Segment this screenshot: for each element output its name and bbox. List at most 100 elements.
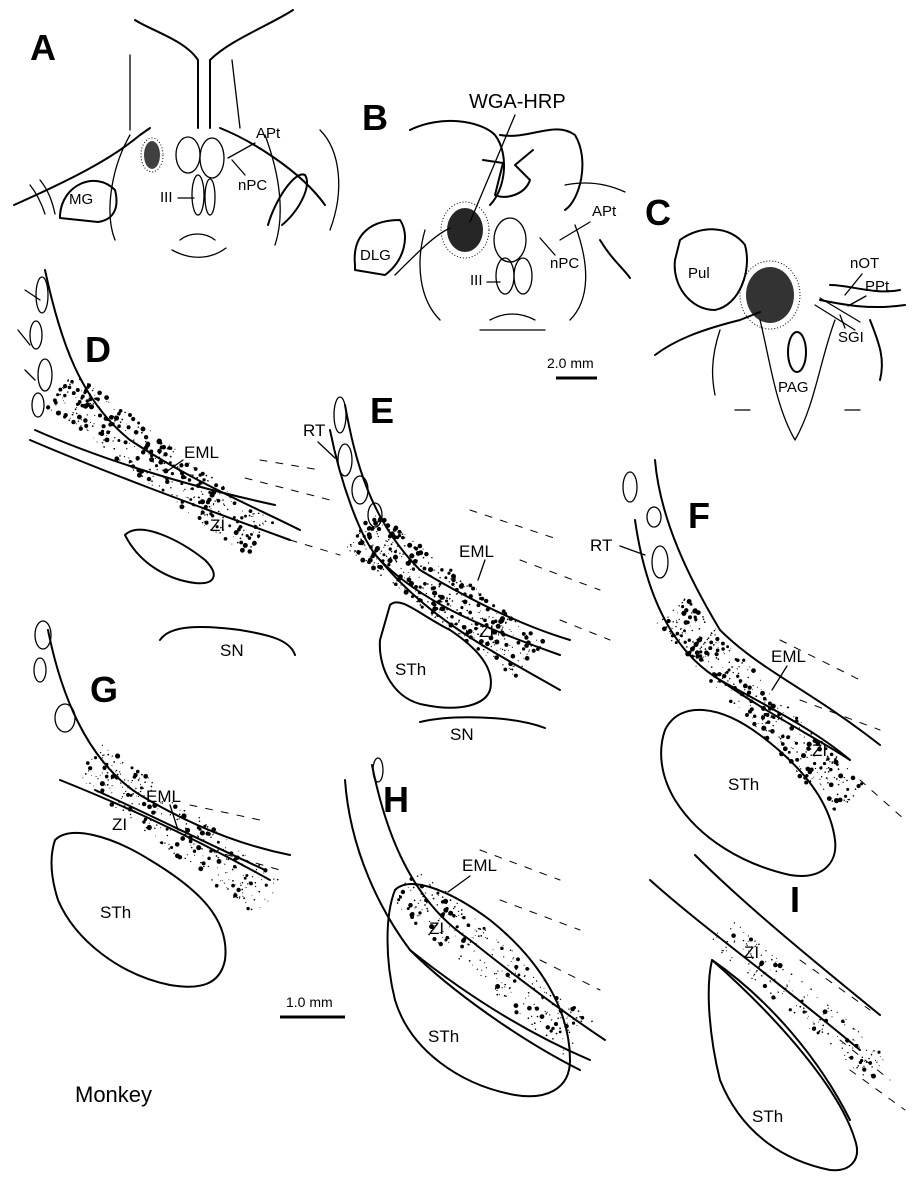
labeled-cell <box>143 774 148 779</box>
labeled-cell <box>86 783 87 784</box>
labeled-cell <box>381 559 384 562</box>
labeled-cell <box>207 826 209 828</box>
labeled-cell <box>151 810 155 814</box>
labeled-cell <box>234 892 235 893</box>
labeled-cell <box>512 958 513 959</box>
labeled-cell <box>257 535 258 536</box>
labeled-cell <box>544 980 545 981</box>
labeled-cell <box>359 533 360 534</box>
panel-f-eml-pointer <box>772 666 787 690</box>
labeled-cell <box>682 602 684 604</box>
labeled-cell <box>531 1024 533 1026</box>
labeled-cell <box>185 833 187 835</box>
labeled-cell <box>567 1029 569 1031</box>
labeled-cell <box>807 995 808 996</box>
labeled-cell <box>709 679 713 683</box>
labeled-cell <box>847 799 848 800</box>
labeled-cell <box>63 400 64 401</box>
labeled-cell <box>748 935 749 936</box>
labeled-cell <box>747 695 749 697</box>
labeled-cell <box>528 996 529 997</box>
labeled-cell <box>138 796 139 797</box>
labeled-cell <box>423 567 427 571</box>
labeled-cell <box>114 416 119 421</box>
labeled-cell <box>461 913 463 915</box>
labeled-cell <box>532 649 536 653</box>
labeled-cell <box>227 859 229 861</box>
labeled-cell <box>812 732 813 733</box>
labeled-cell <box>439 577 441 579</box>
labeled-cell <box>187 854 188 855</box>
labeled-cell <box>418 554 419 555</box>
labeled-cell <box>184 816 185 817</box>
labeled-cell <box>859 1047 860 1048</box>
labeled-cell <box>227 491 228 492</box>
labeled-cell <box>516 957 520 961</box>
labeled-cell <box>206 832 210 836</box>
labeled-cell <box>93 786 94 787</box>
labeled-cell <box>875 1060 876 1061</box>
labeled-cell <box>164 842 165 843</box>
panel-h: H EML ZI STh <box>345 758 605 1096</box>
labeled-cell <box>567 1018 568 1019</box>
panel-d-eml-upper <box>45 270 300 530</box>
labeled-cell <box>482 646 483 647</box>
labeled-cell <box>218 857 220 859</box>
labeled-cell <box>194 855 195 856</box>
labeled-cell <box>748 686 752 690</box>
labeled-cell <box>151 782 153 784</box>
labeled-cell <box>200 862 201 863</box>
labeled-cell <box>146 827 148 829</box>
labeled-cell <box>687 651 692 656</box>
labeled-cell <box>474 951 475 952</box>
labeled-cell <box>181 500 184 503</box>
labeled-cell <box>485 606 487 608</box>
labeled-cell <box>842 782 843 783</box>
labeled-cell <box>106 418 109 421</box>
labeled-cell <box>466 630 467 631</box>
labeled-cell <box>249 509 253 513</box>
labeled-cell <box>511 631 512 632</box>
labeled-cell <box>502 628 503 629</box>
labeled-cell <box>738 666 739 667</box>
labeled-cell <box>141 432 143 434</box>
labeled-cell <box>669 631 671 633</box>
labeled-cell <box>731 666 733 668</box>
labeled-cell <box>255 886 256 887</box>
labeled-cell <box>814 1027 815 1028</box>
labeled-cell <box>179 468 180 469</box>
labeled-cell <box>372 552 374 554</box>
labeled-cell <box>446 597 448 599</box>
panel-b-aqueduct <box>494 218 526 262</box>
labeled-cell <box>703 657 704 658</box>
labeled-cell <box>383 520 384 521</box>
labeled-cell <box>137 460 138 461</box>
labeled-cell <box>103 439 105 441</box>
labeled-cell <box>109 788 110 789</box>
labeled-cell <box>218 848 220 850</box>
labeled-cell <box>679 639 680 640</box>
labeled-cell <box>179 470 181 472</box>
labeled-cell <box>791 973 793 975</box>
labeled-cell <box>699 650 702 653</box>
labeled-cell <box>579 1016 581 1018</box>
labeled-cell <box>227 509 229 511</box>
labeled-cell <box>229 497 230 498</box>
panel-a-aqueduct <box>176 137 200 173</box>
labeled-cell <box>824 762 825 763</box>
labeled-cell <box>847 1052 848 1053</box>
labeled-cell <box>471 624 472 625</box>
labeled-cell <box>400 585 401 586</box>
labeled-cell <box>408 903 413 908</box>
labeled-cell <box>514 1010 518 1014</box>
labeled-cell <box>460 945 464 949</box>
labeled-cell <box>791 747 792 748</box>
labeled-cell <box>534 988 535 989</box>
labeled-cell <box>767 720 771 724</box>
labeled-cell <box>117 774 119 776</box>
labeled-cell <box>423 583 424 584</box>
labeled-cell <box>762 719 764 721</box>
labeled-cell <box>551 1019 552 1020</box>
labeled-cell <box>502 664 503 665</box>
labeled-cell <box>201 841 202 842</box>
